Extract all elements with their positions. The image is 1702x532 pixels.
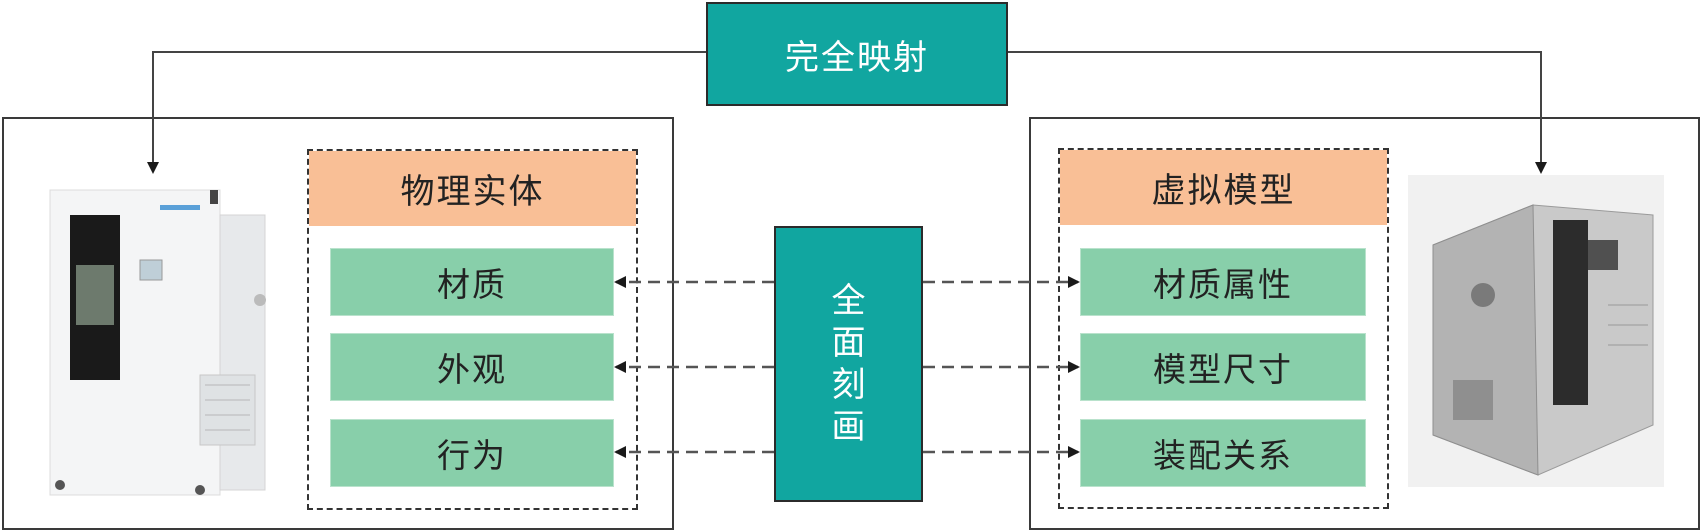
physical-item-behavior: 行为 bbox=[330, 419, 614, 487]
center-char-1: 全 bbox=[831, 281, 866, 321]
physical-item-appearance: 外观 bbox=[330, 333, 614, 401]
physical-test-chamber-image bbox=[49, 189, 266, 496]
complete-mapping-box: 完全映射 bbox=[706, 2, 1008, 106]
virtual-model-image bbox=[1408, 175, 1664, 487]
physical-entity-header: 物理实体 bbox=[309, 151, 636, 226]
mapping-line-right bbox=[1008, 51, 1547, 174]
virtual-item-model-dimensions: 模型尺寸 bbox=[1080, 333, 1366, 401]
physical-entity-group bbox=[307, 149, 638, 510]
virtual-model-header: 虚拟模型 bbox=[1060, 150, 1387, 225]
virtual-item-assembly-relations: 装配关系 bbox=[1080, 419, 1366, 487]
center-char-3: 刻 bbox=[831, 365, 866, 405]
center-char-4: 画 bbox=[831, 407, 866, 447]
center-char-2: 面 bbox=[831, 323, 866, 363]
virtual-model-group bbox=[1058, 148, 1389, 509]
mapping-line-left bbox=[147, 51, 706, 174]
full-description-box: 全 面 刻 画 bbox=[774, 226, 923, 502]
virtual-item-material-properties: 材质属性 bbox=[1080, 248, 1366, 316]
physical-item-material: 材质 bbox=[330, 248, 614, 316]
